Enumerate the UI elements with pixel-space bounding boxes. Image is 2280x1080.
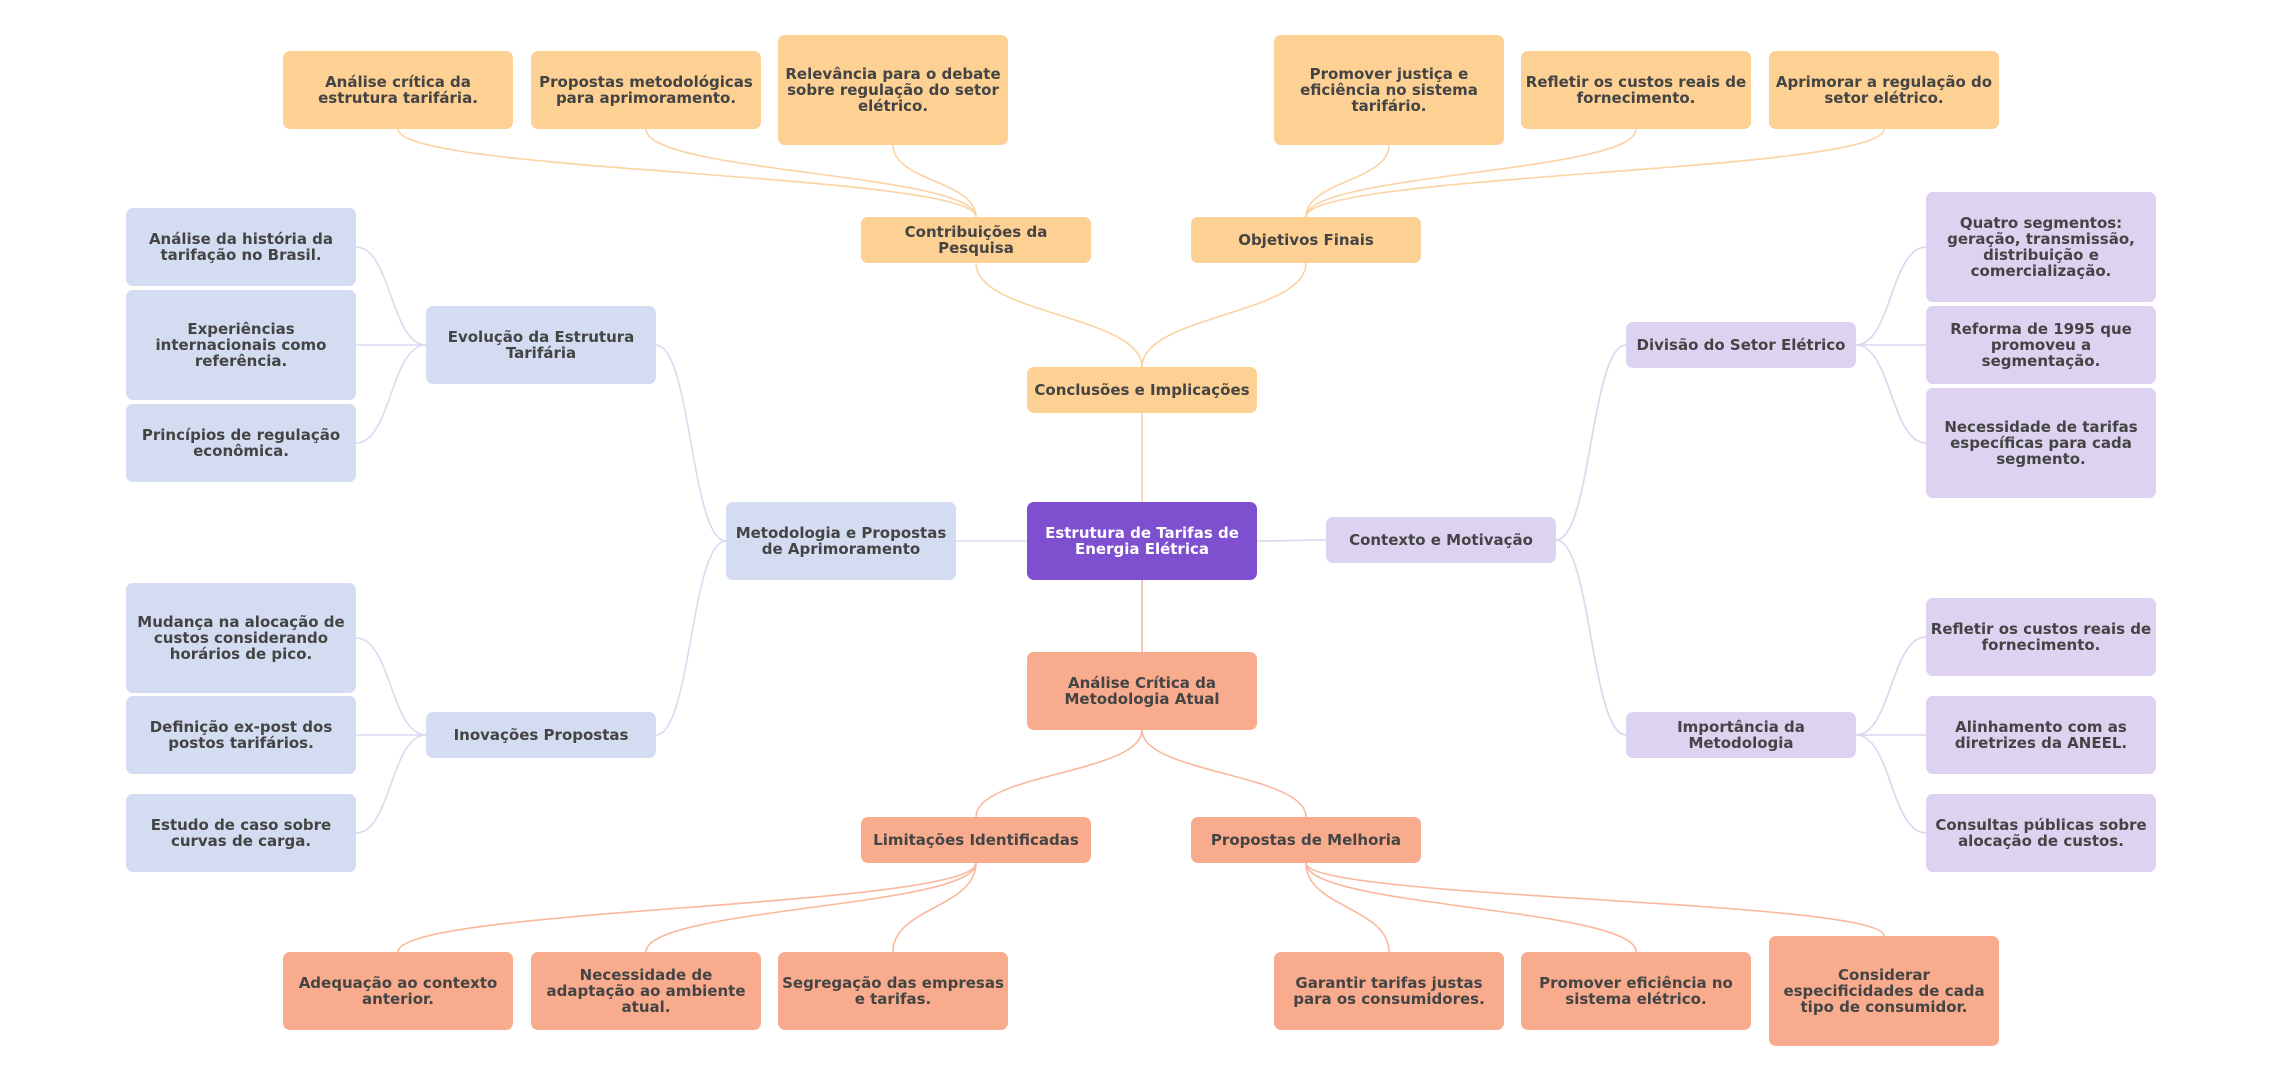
connector-branch-analise-to-subbranch-melhoria (1141, 729, 1307, 818)
connector-branch-conclusoes-to-subbranch-objetivos (1141, 262, 1307, 368)
connector-subbranch-limitacoes-to-leaf-limitacoes-3 (892, 862, 977, 953)
branch-metodologia[interactable]: Metodologia e Propostas de Aprimoramento (726, 502, 956, 580)
connector-subbranch-divisao-to-leaf-divisao-3 (1855, 344, 1927, 444)
connector-subbranch-contribuicoes-to-leaf-contribuicoes-3 (892, 144, 977, 218)
connector-root-node-to-branch-contexto (1256, 539, 1327, 542)
connector-subbranch-melhoria-to-leaf-melhoria-3 (1305, 862, 1885, 937)
subbranch-evolucao[interactable]: Evolução da Estrutura Tarifária (426, 306, 656, 384)
subbranch-limitacoes[interactable]: Limitações Identificadas (861, 817, 1091, 863)
leaf-evolucao-1[interactable]: Análise da história da tarifação no Bras… (126, 208, 356, 286)
connector-subbranch-importancia-to-leaf-importancia-1 (1855, 636, 1927, 736)
subbranch-divisao[interactable]: Divisão do Setor Elétrico (1626, 322, 1856, 368)
leaf-melhoria-1[interactable]: Garantir tarifas justas para os consumid… (1274, 952, 1504, 1030)
connector-subbranch-limitacoes-to-leaf-limitacoes-2 (645, 862, 977, 953)
connector-subbranch-melhoria-to-leaf-melhoria-2 (1305, 862, 1637, 953)
leaf-inovacoes-2[interactable]: Definição ex-post dos postos tarifários. (126, 696, 356, 774)
leaf-evolucao-2[interactable]: Experiências internacionais como referên… (126, 290, 356, 400)
connector-subbranch-contribuicoes-to-leaf-contribuicoes-1 (397, 128, 977, 218)
leaf-melhoria-2[interactable]: Promover eficiência no sistema elétrico. (1521, 952, 1751, 1030)
connector-branch-metodologia-to-subbranch-evolucao (655, 344, 727, 542)
connector-branch-conclusoes-to-subbranch-contribuicoes (975, 262, 1143, 368)
leaf-divisao-2[interactable]: Reforma de 1995 que promoveu a segmentaç… (1926, 306, 2156, 384)
leaf-objetivos-2[interactable]: Refletir os custos reais de fornecimento… (1521, 51, 1751, 129)
subbranch-objetivos[interactable]: Objetivos Finais (1191, 217, 1421, 263)
leaf-limitacoes-2[interactable]: Necessidade de adaptação ao ambiente atu… (531, 952, 761, 1030)
connector-subbranch-contribuicoes-to-leaf-contribuicoes-2 (645, 128, 977, 218)
root-node[interactable]: Estrutura de Tarifas de Energia Elétrica (1027, 502, 1257, 580)
subbranch-importancia[interactable]: Importância da Metodologia (1626, 712, 1856, 758)
leaf-importancia-2[interactable]: Alinhamento com as diretrizes da ANEEL. (1926, 696, 2156, 774)
branch-analise[interactable]: Análise Crítica da Metodologia Atual (1027, 652, 1257, 730)
connector-subbranch-objetivos-to-leaf-objetivos-3 (1305, 128, 1885, 218)
leaf-divisao-3[interactable]: Necessidade de tarifas específicas para … (1926, 388, 2156, 498)
connector-branch-contexto-to-subbranch-importancia (1555, 539, 1627, 736)
leaf-contribuicoes-1[interactable]: Análise crítica da estrutura tarifária. (283, 51, 513, 129)
subbranch-contribuicoes[interactable]: Contribuições da Pesquisa (861, 217, 1091, 263)
leaf-evolucao-3[interactable]: Princípios de regulação econômica. (126, 404, 356, 482)
leaf-objetivos-1[interactable]: Promover justiça e eficiência no sistema… (1274, 35, 1504, 145)
connector-subbranch-evolucao-to-leaf-evolucao-3 (355, 344, 427, 444)
leaf-contribuicoes-3[interactable]: Relevância para o debate sobre regulação… (778, 35, 1008, 145)
connector-branch-metodologia-to-subbranch-inovacoes (655, 540, 727, 736)
leaf-divisao-1[interactable]: Quatro segmentos: geração, transmissão, … (1926, 192, 2156, 302)
leaf-importancia-1[interactable]: Refletir os custos reais de fornecimento… (1926, 598, 2156, 676)
subbranch-inovacoes[interactable]: Inovações Propostas (426, 712, 656, 758)
leaf-inovacoes-3[interactable]: Estudo de caso sobre curvas de carga. (126, 794, 356, 872)
leaf-inovacoes-1[interactable]: Mudança na alocação de custos consideran… (126, 583, 356, 693)
branch-contexto[interactable]: Contexto e Motivação (1326, 517, 1556, 563)
connector-subbranch-inovacoes-to-leaf-inovacoes-3 (355, 734, 427, 834)
connector-branch-contexto-to-subbranch-divisao (1555, 344, 1627, 541)
connector-subbranch-limitacoes-to-leaf-limitacoes-1 (397, 862, 977, 953)
connector-subbranch-objetivos-to-leaf-objetivos-2 (1305, 128, 1637, 218)
leaf-importancia-3[interactable]: Consultas públicas sobre alocação de cus… (1926, 794, 2156, 872)
connector-subbranch-importancia-to-leaf-importancia-3 (1855, 734, 1927, 834)
leaf-limitacoes-1[interactable]: Adequação ao contexto anterior. (283, 952, 513, 1030)
connector-subbranch-inovacoes-to-leaf-inovacoes-1 (355, 637, 427, 736)
connector-subbranch-evolucao-to-leaf-evolucao-1 (355, 246, 427, 346)
leaf-limitacoes-3[interactable]: Segregação das empresas e tarifas. (778, 952, 1008, 1030)
connector-branch-analise-to-subbranch-limitacoes (975, 729, 1143, 818)
connector-subbranch-divisao-to-leaf-divisao-1 (1855, 246, 1927, 346)
leaf-objetivos-3[interactable]: Aprimorar a regulação do setor elétrico. (1769, 51, 1999, 129)
connector-subbranch-objetivos-to-leaf-objetivos-1 (1305, 144, 1390, 218)
leaf-contribuicoes-2[interactable]: Propostas metodológicas para aprimoramen… (531, 51, 761, 129)
connector-subbranch-melhoria-to-leaf-melhoria-1 (1305, 862, 1390, 953)
branch-conclusoes[interactable]: Conclusões e Implicações (1027, 367, 1257, 413)
subbranch-melhoria[interactable]: Propostas de Melhoria (1191, 817, 1421, 863)
leaf-melhoria-3[interactable]: Considerar especificidades de cada tipo … (1769, 936, 1999, 1046)
